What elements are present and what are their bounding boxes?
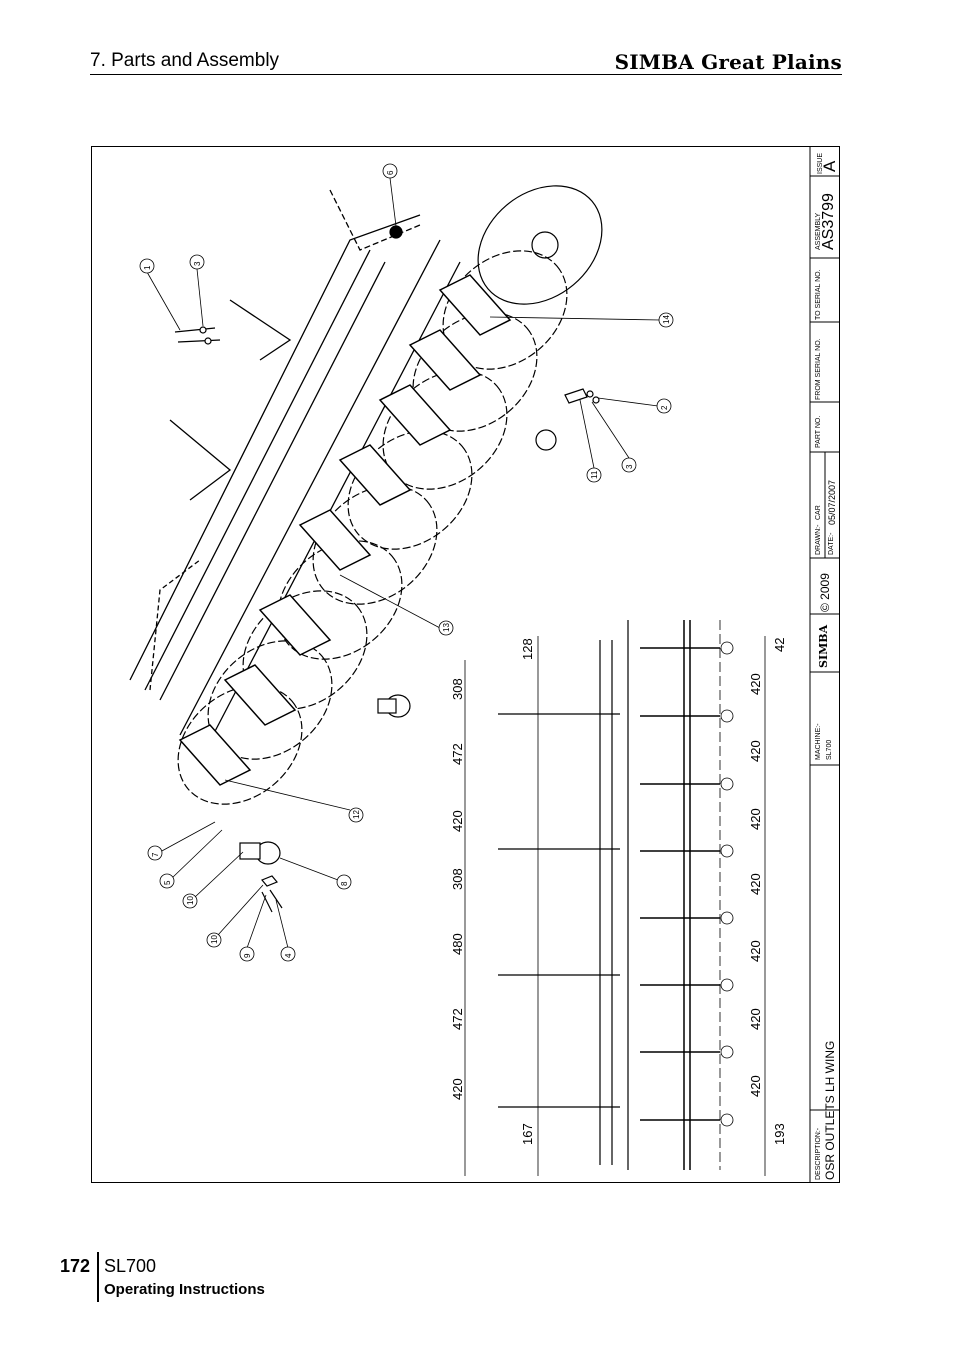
balloon-number: 3 — [625, 464, 634, 469]
balloon-number: 14 — [662, 315, 671, 324]
balloon-12 — [348, 807, 364, 823]
dimension-bottom: 420 — [748, 808, 763, 830]
date-label: DATE:- — [828, 532, 835, 555]
header-rule — [90, 74, 842, 75]
dimension-top: 480 — [450, 933, 465, 955]
balloon-5 — [159, 873, 175, 889]
dimension-bottom: 420 — [748, 1075, 763, 1097]
dimension-top: 472 — [450, 743, 465, 765]
balloon-number: 10 — [186, 896, 195, 905]
dimension-bottom: 420 — [748, 740, 763, 762]
balloon-number: 13 — [442, 623, 451, 632]
dimension-bottom: 420 — [748, 673, 763, 695]
balloon-8 — [336, 874, 352, 890]
page-number: 172 — [60, 1256, 91, 1276]
disc-outlet — [720, 978, 734, 992]
disc-outlet — [720, 777, 734, 791]
balloon-number: 12 — [352, 810, 361, 819]
balloon-2 — [656, 398, 672, 414]
balloon-14 — [658, 312, 674, 328]
dimension-top: 308 — [450, 678, 465, 700]
balloon-number: 6 — [386, 170, 395, 175]
disc-outlet — [720, 709, 734, 723]
issue-value: A — [820, 160, 839, 172]
description-value: OSR OUTLETS LH WING — [823, 1040, 837, 1180]
balloon-number: 3 — [193, 261, 202, 266]
balloon-3b — [621, 457, 637, 473]
drawing-frame — [91, 146, 840, 1183]
exploded-parts — [174, 225, 600, 913]
machine-label: MACHINE:- — [815, 723, 822, 760]
disc-outlet — [720, 1113, 734, 1127]
disc — [312, 485, 438, 605]
to-serial-label: TO SERIAL NO. — [815, 269, 822, 320]
assembly-value: AS3799 — [820, 193, 837, 250]
dimension-top: 420 — [450, 810, 465, 832]
brand-logo: SIMBA Great Plains — [614, 50, 842, 74]
section-title: 7. Parts and Assembly — [90, 50, 280, 71]
balloon-number: 4 — [284, 953, 293, 958]
disc — [347, 430, 473, 550]
machine-value: SL700 — [826, 739, 833, 760]
balloon-number: 5 — [163, 880, 172, 885]
balloon-10 — [182, 893, 198, 909]
disc — [477, 185, 603, 305]
from-serial-label: FROM SERIAL NO. — [815, 338, 822, 400]
callout-balloons — [139, 163, 674, 962]
dimension-top: 128 — [520, 638, 535, 660]
disc-outlet — [720, 1045, 734, 1059]
description-label: DESCRIPTION:- — [815, 1127, 822, 1180]
disc-outlet — [720, 911, 734, 925]
footer-divider — [97, 1252, 99, 1302]
balloon-number: 1 — [143, 265, 152, 270]
footer-model: SL700 — [104, 1256, 157, 1276]
balloon-10b — [206, 932, 222, 948]
balloon-6 — [382, 163, 398, 179]
balloon-11 — [586, 467, 602, 483]
copyright: © 2009 — [818, 573, 832, 612]
balloon-number: 11 — [590, 470, 599, 479]
dimension-bottom: 42 — [772, 637, 787, 652]
balloon-number: 2 — [660, 405, 669, 410]
disc-hub — [531, 231, 559, 259]
title-block — [809, 146, 840, 1183]
balloon-1 — [139, 258, 155, 274]
outlet-brackets — [178, 274, 512, 786]
balloon-number: 10 — [210, 935, 219, 944]
simba-logo: SIMBA — [817, 624, 830, 668]
balloon-7 — [147, 845, 163, 861]
disc — [177, 685, 303, 805]
balloon-number: 8 — [340, 881, 349, 886]
footer-subtitle: Operating Instructions — [104, 1281, 265, 1298]
balloon-3 — [189, 254, 205, 270]
disc — [277, 540, 403, 660]
dimension-top: 420 — [450, 1078, 465, 1100]
dimension-top: 472 — [450, 1008, 465, 1030]
dimension-drawing — [464, 620, 766, 1176]
part-no-label: PART NO. — [815, 415, 822, 448]
disc-outlet — [720, 844, 734, 858]
dimension-bottom: 420 — [748, 1008, 763, 1030]
drawn-value: CAR — [815, 505, 822, 520]
balloon-number: 7 — [151, 852, 160, 857]
dimension-top: 308 — [450, 868, 465, 890]
dimension-bottom: 193 — [772, 1123, 787, 1145]
dimension-top: 167 — [520, 1123, 535, 1145]
disc-outlet — [720, 641, 734, 655]
drawn-label: DRAWN:- — [815, 524, 822, 555]
date-value: 05/07/2007 — [827, 479, 837, 525]
balloon-9 — [239, 946, 255, 962]
wing-frame — [129, 189, 461, 761]
dimension-bottom: 420 — [748, 940, 763, 962]
dimension-bottom: 420 — [748, 873, 763, 895]
balloon-4 — [280, 946, 296, 962]
balloon-number: 9 — [243, 953, 252, 958]
balloon-13 — [438, 620, 454, 636]
